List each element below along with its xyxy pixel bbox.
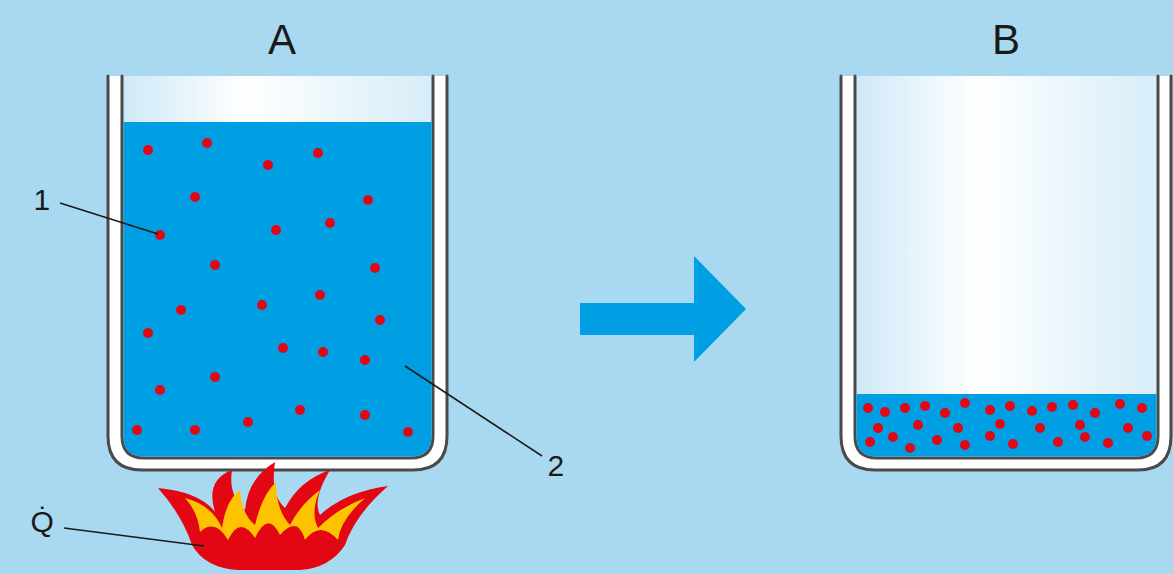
beaker-b: [841, 76, 1171, 470]
beaker-heading: A: [268, 19, 296, 61]
beaker-a: [108, 76, 447, 470]
heat-flow-symbol: Q̇: [31, 507, 54, 537]
leader-lines: [60, 203, 542, 546]
callout-number: 2: [548, 451, 565, 481]
particles: [863, 398, 1152, 453]
particles: [132, 138, 413, 437]
leader-line: [405, 366, 542, 456]
liquid: [857, 394, 1157, 457]
leader-line: [64, 528, 204, 546]
leader-line: [60, 203, 158, 234]
process-arrow: [580, 256, 746, 362]
liquid: [124, 122, 432, 457]
beaker-heading: B: [992, 19, 1020, 61]
flame: [158, 462, 388, 570]
callout-number: 1: [34, 185, 51, 215]
